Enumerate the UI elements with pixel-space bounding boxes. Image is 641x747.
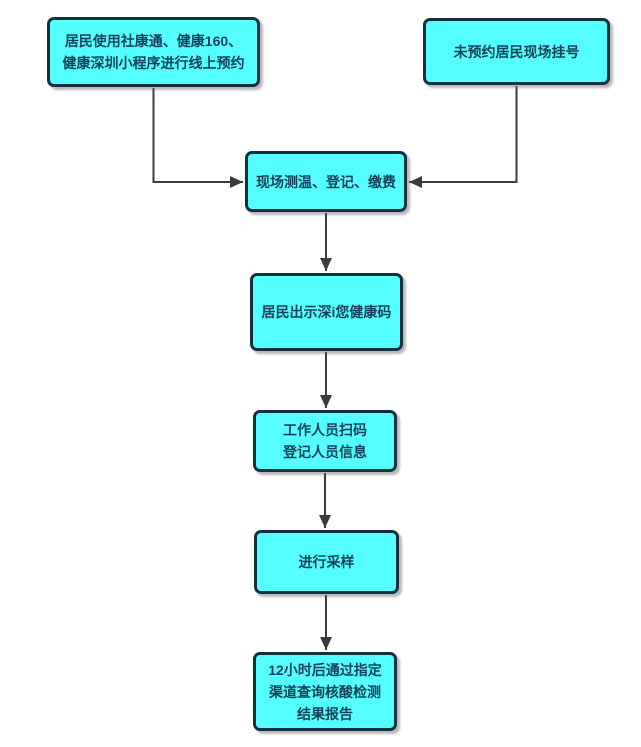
flow-node-staff-scan: 工作人员扫码 登记人员信息 [253,410,397,472]
flow-node-show-health-code: 居民出示深i您健康码 [250,273,403,351]
flow-node-onsite-check: 现场测温、登记、缴费 [245,151,407,212]
edge-walkin-to-onsite-check [409,86,518,188]
flow-node-sampling: 进行采样 [254,530,399,594]
flow-node-walkin-registration: 未预约居民现场挂号 [423,18,610,85]
flow-node-online-booking: 居民使用社康通、健康160、 健康深圳小程序进行线上预约 [47,17,260,87]
flow-node-query-result: 12小时后通过指定 渠道查询核酸检测 结果报告 [253,652,397,731]
edge-online-booking-to-onsite-check [152,88,243,188]
